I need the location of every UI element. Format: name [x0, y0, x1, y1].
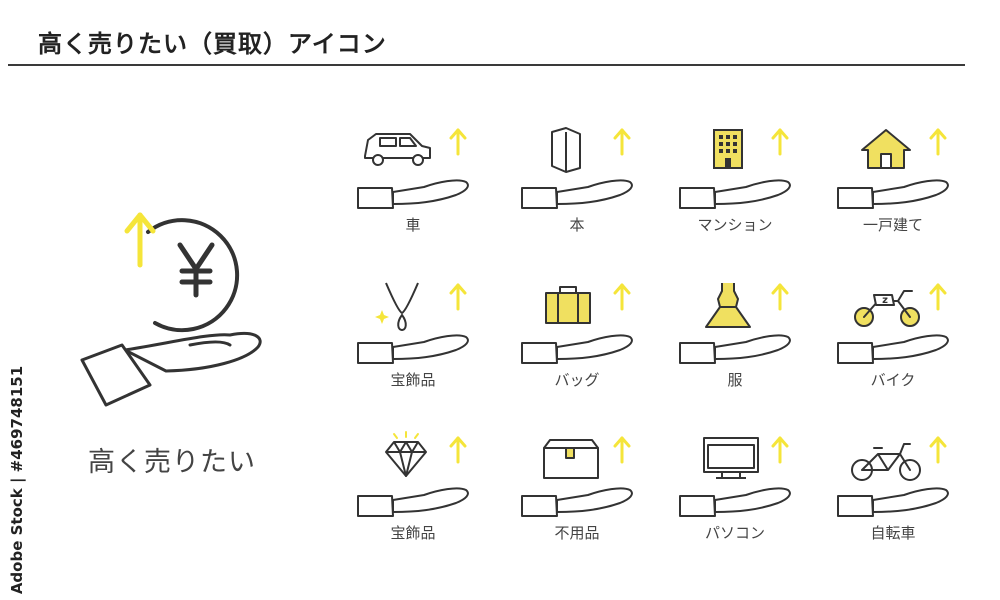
icon-cell-2: 本: [502, 120, 652, 270]
yen-coin-up-hand-icon: [80, 212, 262, 407]
up-arrow: [449, 436, 467, 464]
icon-cell-1: 車: [338, 120, 488, 270]
icon-cell-6: バッグ: [502, 275, 652, 425]
up-arrow: [771, 128, 789, 156]
hand: [837, 487, 949, 517]
hand: [357, 487, 469, 517]
icon-cell-7: 服: [660, 275, 810, 425]
book-icon: [521, 127, 633, 209]
icon-label: バッグ: [554, 371, 600, 389]
hand: [521, 487, 633, 517]
icon-cell-8: z バイク: [818, 275, 968, 425]
hand: [679, 487, 791, 517]
icon-label: 一戸建て: [862, 216, 923, 234]
hand: [837, 179, 949, 209]
icon-label: パソコン: [704, 524, 765, 542]
box-icon: [521, 436, 633, 517]
computer-icon: [679, 436, 791, 517]
icon-label: 不用品: [554, 524, 600, 542]
up-arrow: [771, 283, 789, 311]
bag-icon: [521, 283, 633, 364]
up-arrow: [449, 283, 467, 311]
page-title: 高く売りたい（買取）アイコン: [38, 30, 387, 58]
hand: [679, 334, 791, 364]
hand: [679, 179, 791, 209]
up-arrow: [613, 436, 631, 464]
icon-label: 宝飾品: [390, 371, 436, 389]
icon-label: バイク: [870, 371, 916, 389]
icon-cell-5: 宝飾品: [338, 275, 488, 425]
hand: [357, 179, 469, 209]
icon-cell-4: 一戸建て: [818, 120, 968, 270]
icon-label: 服: [727, 371, 743, 389]
hero-caption: 高く売りたい: [88, 447, 256, 478]
icon-cell-9: 宝飾品: [338, 428, 488, 578]
watermark-text: Adobe Stock | #469748151: [8, 365, 26, 595]
icon-label: 自転車: [870, 524, 916, 542]
hand: [521, 179, 633, 209]
up-arrow: [613, 128, 631, 156]
hand: [357, 334, 469, 364]
watermark: Adobe Stock | #469748151: [6, 366, 28, 594]
diamond-icon: [357, 431, 469, 517]
svg-text:z: z: [882, 295, 888, 306]
hand: [521, 334, 633, 364]
title-divider: [8, 64, 965, 66]
up-arrow: [449, 128, 467, 156]
hero-icon: [70, 195, 290, 425]
icon-cell-12: 自転車: [818, 428, 968, 578]
necklace-icon: [357, 282, 469, 364]
bicycle-icon: [837, 436, 949, 517]
apartment-icon: [679, 128, 791, 209]
icon-cell-3: マンション: [660, 120, 810, 270]
up-arrow: [771, 436, 789, 464]
up-arrow: [929, 128, 947, 156]
icon-cell-11: パソコン: [660, 428, 810, 578]
icon-cell-10: 不用品: [502, 428, 652, 578]
dress-icon: [679, 283, 791, 364]
icon-label: 本: [569, 216, 585, 234]
hand: [837, 334, 949, 364]
icon-label: マンション: [697, 216, 773, 234]
house-icon: [837, 128, 949, 209]
up-arrow: [929, 283, 947, 311]
motorbike-icon: z: [837, 283, 949, 364]
up-arrow: [613, 283, 631, 311]
up-arrow: [929, 436, 947, 464]
car-icon: [357, 128, 469, 209]
icon-label: 車: [405, 216, 421, 234]
icon-label: 宝飾品: [390, 524, 436, 542]
